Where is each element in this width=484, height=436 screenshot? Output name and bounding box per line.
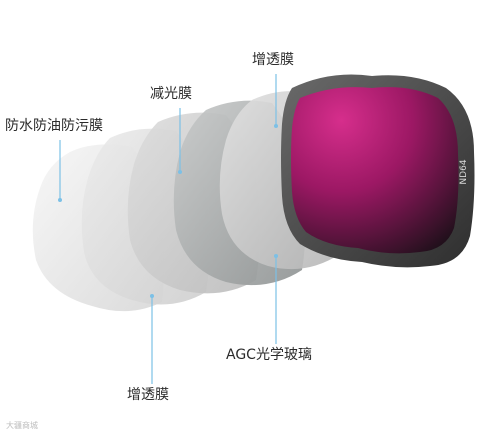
callout-dot-outer [58, 198, 62, 202]
callout-dot-nd [178, 170, 182, 174]
callout-dot-ar-bottom [150, 294, 154, 298]
filter-glass [291, 87, 459, 254]
label-oleophobic-coating: 防水防油防污膜 [5, 118, 103, 134]
watermark: 大疆商城 [6, 421, 38, 430]
callout-dot-agc [274, 254, 278, 258]
label-nd-coating: 减光膜 [150, 86, 192, 102]
label-ar-coating-bottom: 增透膜 [127, 387, 169, 403]
label-agc-glass: AGC光学玻璃 [226, 347, 312, 363]
filter-mark: ND64 [459, 159, 469, 184]
label-ar-coating-top: 增透膜 [252, 52, 294, 68]
callout-dot-ar-top [274, 124, 278, 128]
